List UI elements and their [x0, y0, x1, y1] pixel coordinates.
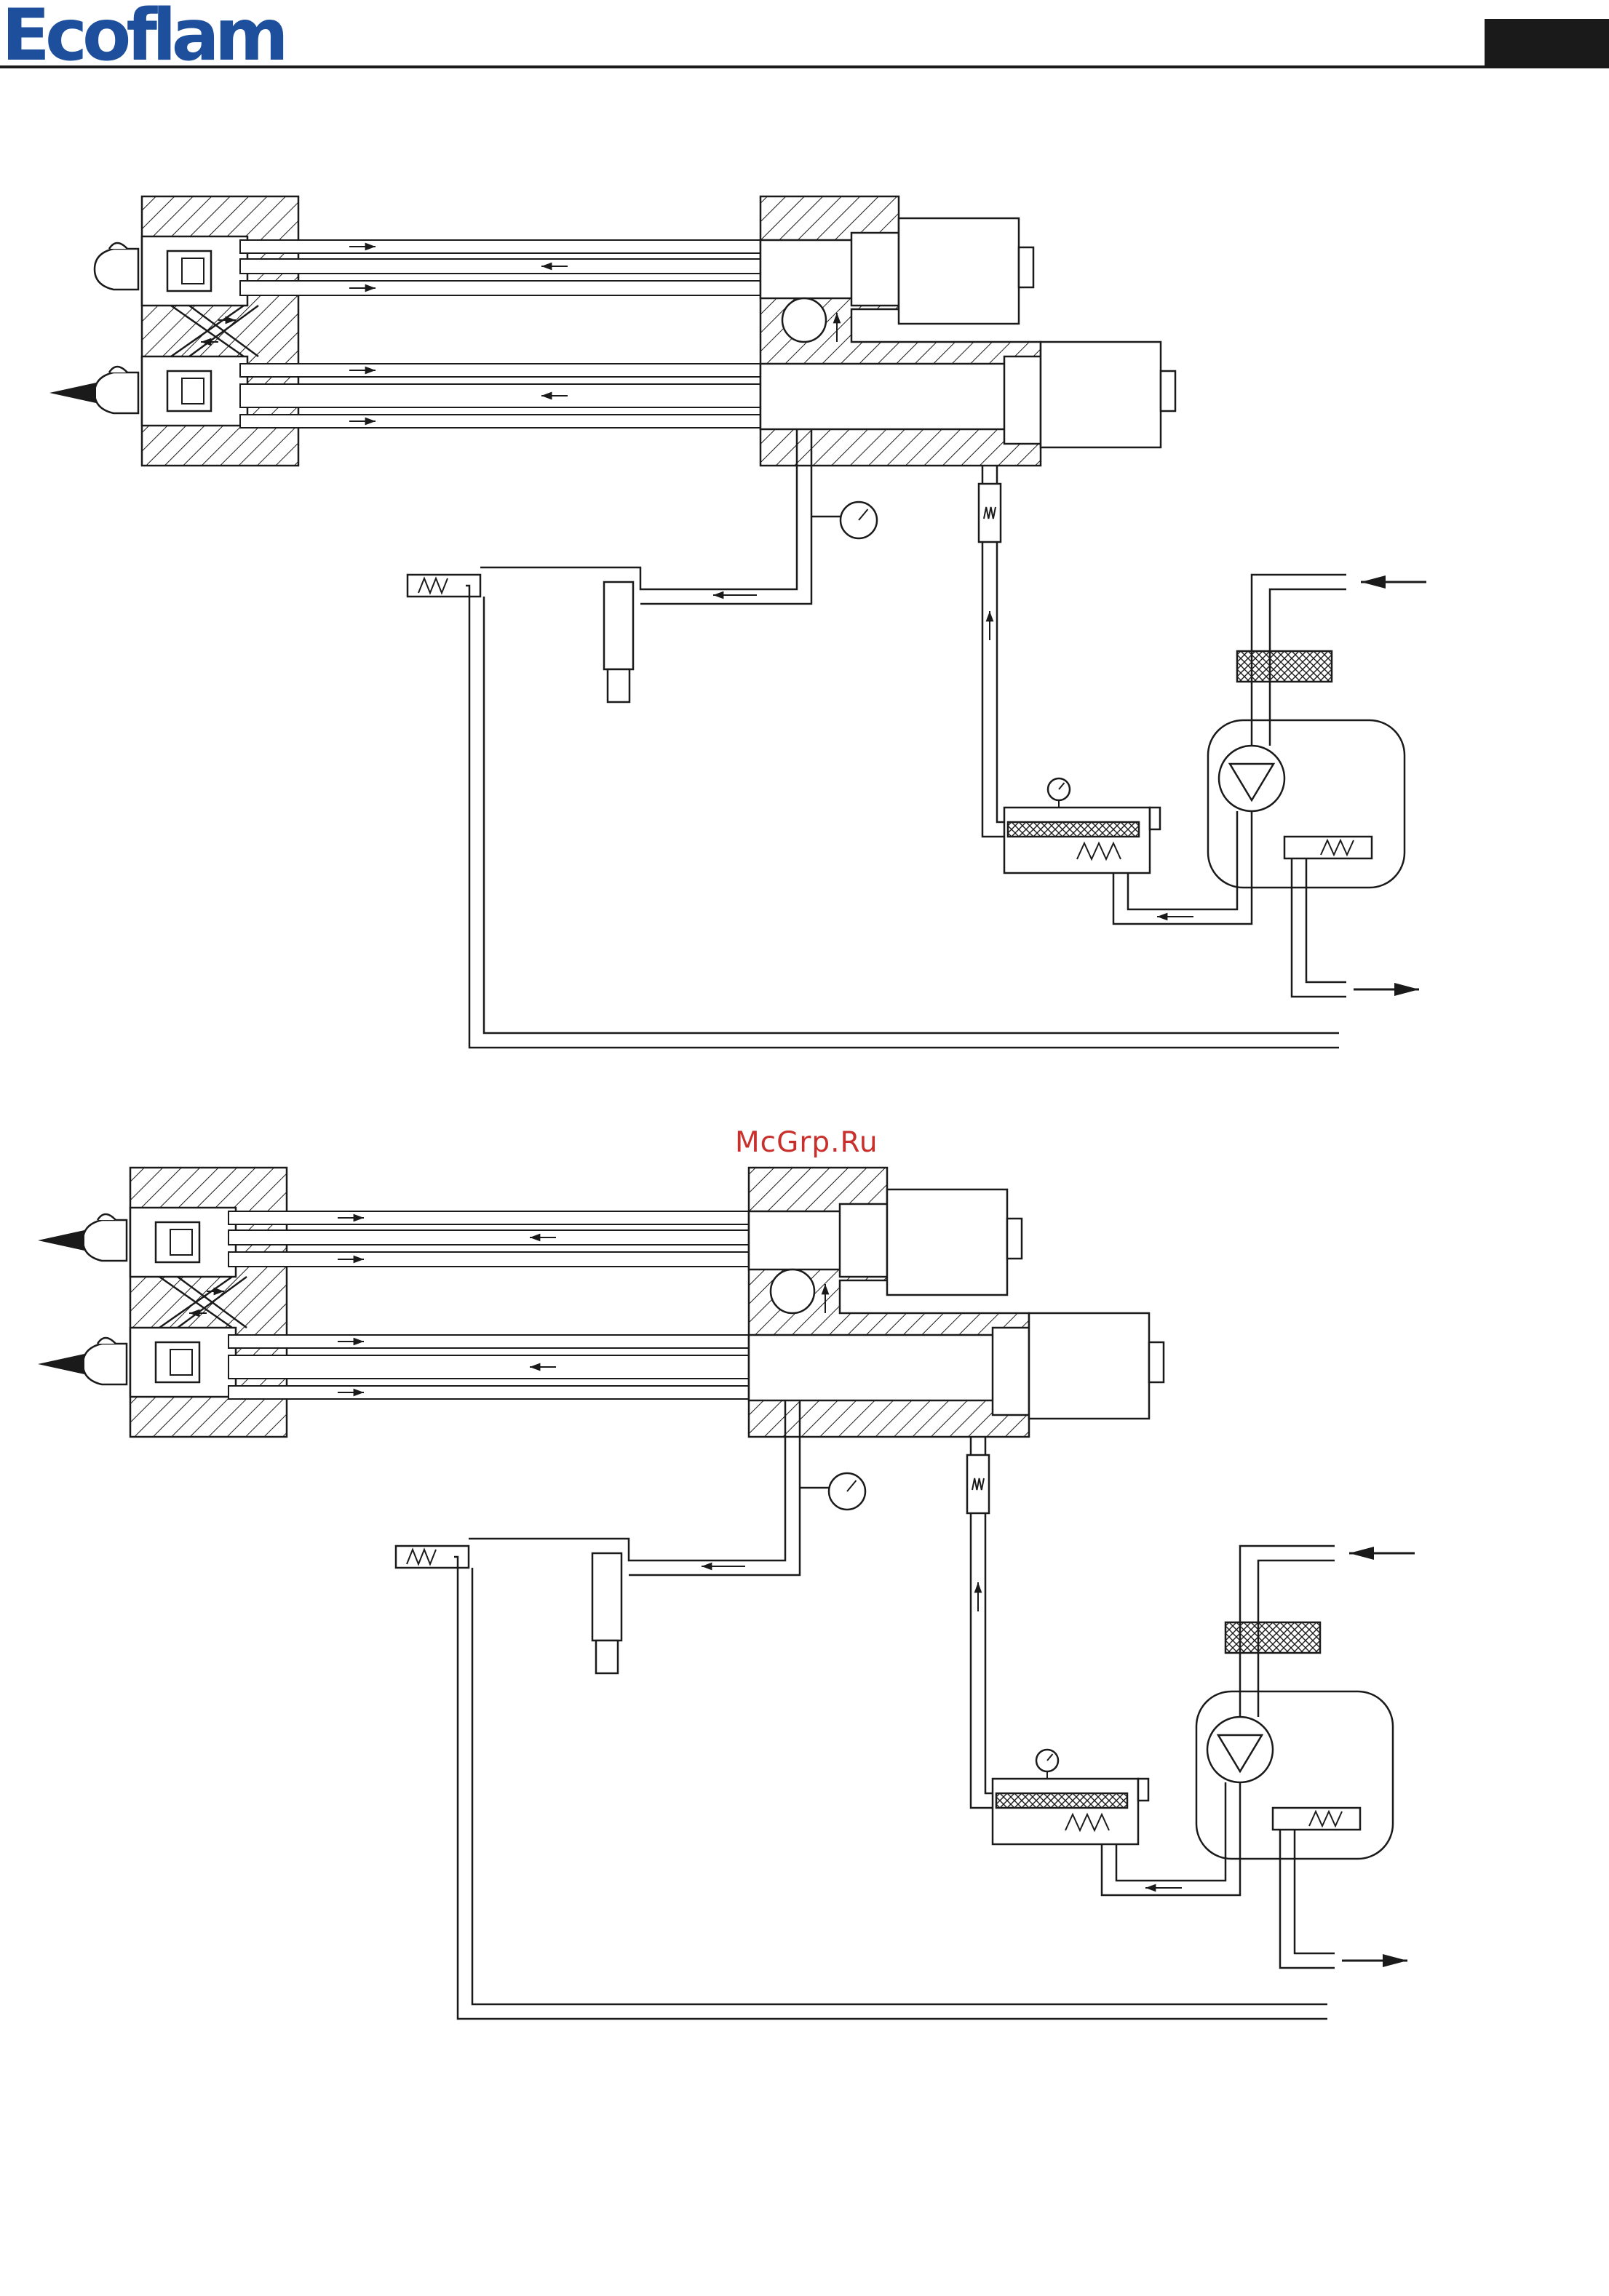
- nozzle: [95, 243, 138, 290]
- valve-block-channel: [749, 1211, 843, 1269]
- solenoid-valve-lower: [1029, 1313, 1149, 1419]
- flow-arrow-icon: [1349, 1547, 1415, 1560]
- suction-filter: [1237, 651, 1332, 682]
- nozzle-tip: [109, 243, 127, 249]
- pressure-gauge-icon: [1048, 778, 1070, 800]
- watermark: McGrp.Ru: [735, 1126, 878, 1159]
- check-ball: [782, 298, 826, 342]
- tank-return-line: [1280, 1830, 1335, 1968]
- diagram-2-content: [38, 1168, 1415, 2019]
- pressure-gauge-icon: [829, 1473, 865, 1510]
- flow-arrow-icon: [1145, 1884, 1182, 1892]
- pressure-regulator: [592, 1553, 621, 1641]
- nozzle-valve-lower: [170, 1350, 192, 1375]
- return-line: [480, 429, 797, 589]
- nozzle-cap: [95, 249, 138, 290]
- filter-element: [1008, 822, 1139, 837]
- pressure-gauge-icon: [841, 502, 877, 538]
- valve-block-channel: [749, 1335, 996, 1400]
- flow-arrow-icon: [702, 1563, 745, 1571]
- nozzle-cap: [83, 1344, 127, 1384]
- valve-block-channel: [760, 240, 855, 298]
- nozzle: [49, 367, 138, 413]
- nozzle-valve-upper: [170, 1229, 192, 1255]
- nozzle-cap: [83, 1220, 127, 1261]
- suction-filter: [1225, 1622, 1320, 1653]
- flow-arrow-icon: [1157, 913, 1193, 921]
- pump-pressure-valve: [1284, 837, 1372, 858]
- flow-arrow-icon: [713, 591, 757, 599]
- flow-arrow-icon: [1354, 983, 1419, 996]
- solenoid-nut-upper: [1007, 1219, 1022, 1259]
- tank-return-line: [1292, 858, 1346, 997]
- regulator-cap: [1150, 808, 1160, 829]
- return-line: [469, 1400, 785, 1560]
- tank-return-line: [1306, 858, 1346, 982]
- pump-pressure-valve: [1273, 1808, 1360, 1830]
- hydraulic-diagram-2: [0, 1164, 1609, 2197]
- pressure-gauge-icon: [1036, 1750, 1058, 1771]
- solenoid-seat-upper: [851, 233, 899, 306]
- solenoid-valve-lower: [1041, 342, 1161, 447]
- solenoid-seat-lower: [993, 1328, 1029, 1415]
- solenoid-nut-lower: [1161, 371, 1175, 411]
- spray-cone-icon: [38, 1230, 84, 1251]
- nozzle-tip: [98, 1338, 116, 1344]
- nozzle: [38, 1338, 127, 1384]
- solenoid-valve-upper: [887, 1189, 1007, 1295]
- flow-arrow-icon: [974, 1582, 982, 1611]
- solenoid-nut-upper: [1019, 247, 1033, 287]
- flow-arrow-icon: [1361, 575, 1426, 589]
- solenoid-seat-lower: [1004, 356, 1041, 444]
- solenoid-seat-upper: [840, 1204, 887, 1277]
- spray-cone-icon: [38, 1354, 84, 1374]
- filter-regulator-body: [993, 1779, 1138, 1844]
- tank-return-line: [1295, 1830, 1335, 1953]
- regulator-screw: [608, 669, 629, 702]
- solenoid-valve-upper: [899, 218, 1019, 324]
- solenoid-nut-lower: [1149, 1342, 1164, 1382]
- nozzle-valve-lower: [182, 378, 204, 404]
- diagram-1-content: [49, 196, 1426, 1048]
- nozzle-tip: [109, 367, 127, 372]
- valve-block-channel: [760, 364, 1008, 429]
- nozzle-tip: [98, 1214, 116, 1220]
- flow-arrow-icon: [1342, 1954, 1407, 1967]
- spray-cone-icon: [49, 383, 96, 403]
- regulator-screw: [596, 1641, 618, 1673]
- regulator-cap: [1138, 1779, 1148, 1801]
- check-ball: [771, 1269, 814, 1313]
- filter-element: [996, 1793, 1127, 1808]
- nozzle-valve-upper: [182, 258, 204, 284]
- filter-regulator-body: [1004, 808, 1150, 873]
- flow-arrow-icon: [986, 611, 994, 640]
- nozzle-cap: [95, 372, 138, 413]
- pressure-regulator: [604, 582, 633, 669]
- nozzle: [38, 1214, 127, 1261]
- hydraulic-diagram-1: [0, 0, 1609, 1106]
